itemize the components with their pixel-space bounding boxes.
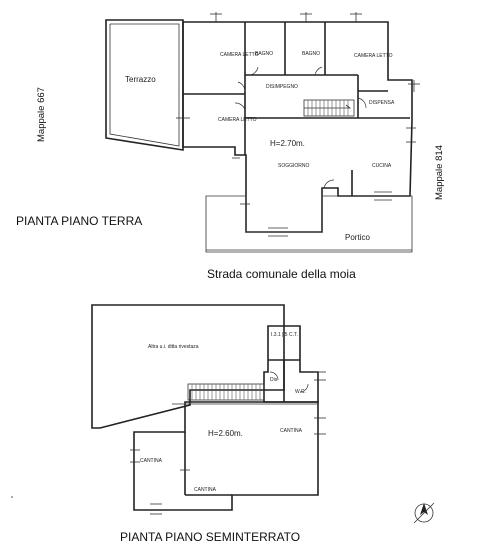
terrace-label: Terrazzo — [125, 75, 156, 84]
ground-floor-title: PIANTA PIANO TERRA — [16, 214, 142, 228]
bathroom-1-label: BAGNO — [255, 51, 273, 57]
hall-label: DISIMPEGNO — [266, 84, 298, 90]
bedroom-1-label: CAMERA LETTO — [220, 52, 259, 58]
bedroom-2-label: CAMERA LETTO — [354, 53, 393, 59]
kitchen-label: CUCINA — [372, 163, 392, 169]
ground-floor-plan: Terrazzo CAMERA LETTO BAGNO BAGNO CAMERA… — [16, 12, 445, 281]
basement-outline — [133, 401, 319, 511]
other-unit-outline — [91, 304, 285, 429]
basement-plan: Altra u.i. ditta rivestaza I.3.1 | 5 C.T… — [91, 304, 326, 544]
parcel-right-label: Mappale 814 — [434, 145, 445, 200]
north-arrow-icon — [413, 502, 435, 524]
street-label: Strada comunale della moia — [207, 267, 356, 281]
dis-label: Dis — [270, 377, 278, 383]
ground-floor-outline — [182, 21, 413, 233]
other-unit-label: Altra u.i. ditta rivestaza — [148, 344, 199, 350]
porch-label: Portico — [345, 233, 370, 242]
bedroom-3-label: CAMERA LETTO — [218, 117, 257, 123]
ct-label: I.3.1 | 5 C.T. — [271, 332, 298, 338]
basement-title: PIANTA PIANO SEMINTERRATO — [120, 530, 300, 544]
wc-label: W.C. — [295, 389, 306, 395]
basement-height: H=2.60m. — [208, 429, 243, 438]
parcel-left-label: Mappale 667 — [36, 87, 47, 142]
terrace-outline — [105, 19, 184, 151]
living-label: SOGGIORNO — [278, 163, 310, 169]
porch-outline — [205, 195, 413, 253]
bathroom-2-label: BAGNO — [302, 51, 320, 57]
pantry-label: DISPENSA — [369, 100, 395, 106]
service-block-outline — [263, 325, 319, 403]
basement-stair — [187, 383, 265, 401]
cellar-1-label: CANTINA — [280, 428, 303, 434]
cellar-3-label: CANTINA — [194, 487, 217, 493]
ground-floor-height: H=2.70m. — [270, 139, 305, 148]
cellar-2-label: CANTINA — [140, 458, 163, 464]
